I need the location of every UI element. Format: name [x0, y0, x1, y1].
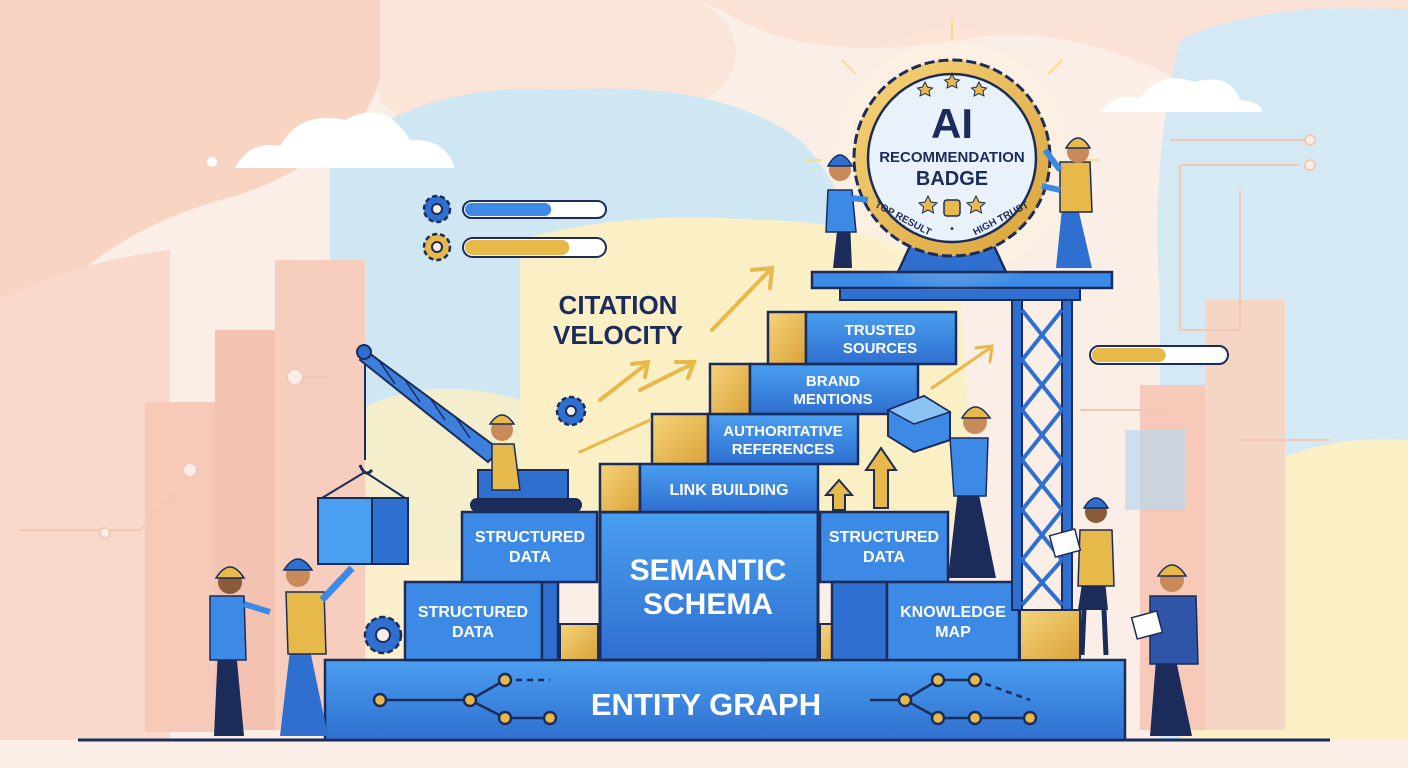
- thumbs-up-icon: [943, 199, 961, 217]
- gear-icon-mid: [555, 395, 587, 427]
- worker-carrying-box: [886, 394, 996, 578]
- worker-man-platform: [1041, 137, 1093, 268]
- gear-icon-left: [363, 615, 403, 655]
- knowledge-map-block: KNOWLEDGE MAP: [830, 580, 1021, 662]
- svg-text:•: •: [950, 224, 954, 235]
- svg-text:STRUCTURED: STRUCTURED: [475, 529, 585, 546]
- svg-text:MAP: MAP: [935, 624, 971, 641]
- structured-data-block-right: STRUCTURED DATA: [818, 510, 950, 584]
- worker-woman-left: [209, 566, 271, 736]
- svg-text:DATA: DATA: [509, 549, 552, 566]
- gold-block: [1019, 609, 1081, 661]
- svg-text:DATA: DATA: [863, 549, 906, 566]
- svg-text:RECOMMENDATION: RECOMMENDATION: [879, 149, 1025, 166]
- worker-woman-clipboard: [1048, 497, 1115, 656]
- ai-recommendation-badge: AI RECOMMENDATION BADGE TOP RESULT • HIG…: [804, 20, 1100, 295]
- progress-bar-2: [422, 232, 607, 262]
- svg-text:REFERENCES: REFERENCES: [732, 441, 835, 458]
- svg-text:STRUCTURED: STRUCTURED: [418, 604, 528, 621]
- semantic-schema-block: SEMANTIC SCHEMA: [598, 510, 820, 662]
- svg-text:SEMANTIC: SEMANTIC: [630, 554, 787, 587]
- svg-text:BRAND: BRAND: [806, 373, 860, 390]
- svg-text:SOURCES: SOURCES: [843, 340, 917, 357]
- svg-text:TRUSTED: TRUSTED: [845, 322, 916, 339]
- svg-text:DATA: DATA: [452, 624, 495, 641]
- svg-text:MENTIONS: MENTIONS: [793, 391, 872, 408]
- svg-text:LINK BUILDING: LINK BUILDING: [669, 482, 788, 499]
- worker-man-left: [280, 558, 355, 736]
- up-arrow-icons: [823, 446, 898, 511]
- brand-mentions-block: BRAND MENTIONS: [708, 362, 920, 416]
- svg-text:KNOWLEDGE: KNOWLEDGE: [900, 604, 1006, 621]
- worker-woman-platform: [825, 154, 869, 268]
- structured-data-block-left-top: STRUCTURED DATA: [460, 510, 599, 584]
- crane: [317, 344, 582, 565]
- worker-man-clipboard: [1130, 564, 1199, 736]
- link-building-block: LINK BUILDING: [598, 462, 820, 514]
- gold-block: [559, 623, 599, 661]
- trusted-sources-block: TRUSTED SOURCES: [766, 310, 958, 366]
- authoritative-references-block: AUTHORITATIVE REFERENCES: [650, 412, 860, 466]
- svg-text:BADGE: BADGE: [916, 168, 988, 190]
- svg-text:VELOCITY: VELOCITY: [553, 320, 683, 350]
- structured-data-block-left-bottom: STRUCTURED DATA: [403, 580, 560, 662]
- progress-bar-3: [1089, 345, 1229, 365]
- svg-text:CITATION: CITATION: [559, 290, 678, 320]
- svg-text:AUTHORITATIVE: AUTHORITATIVE: [723, 423, 842, 440]
- svg-text:STRUCTURED: STRUCTURED: [829, 529, 939, 546]
- svg-text:SCHEMA: SCHEMA: [643, 588, 773, 621]
- entity-graph-platform: ENTITY GRAPH: [323, 658, 1127, 742]
- citation-velocity-callout: CITATION VELOCITY: [553, 290, 683, 350]
- entity-graph-label: ENTITY GRAPH: [591, 687, 821, 722]
- progress-bar-1: [422, 194, 607, 224]
- trend-arrow-icons: [578, 265, 994, 454]
- svg-text:AI: AI: [931, 100, 973, 147]
